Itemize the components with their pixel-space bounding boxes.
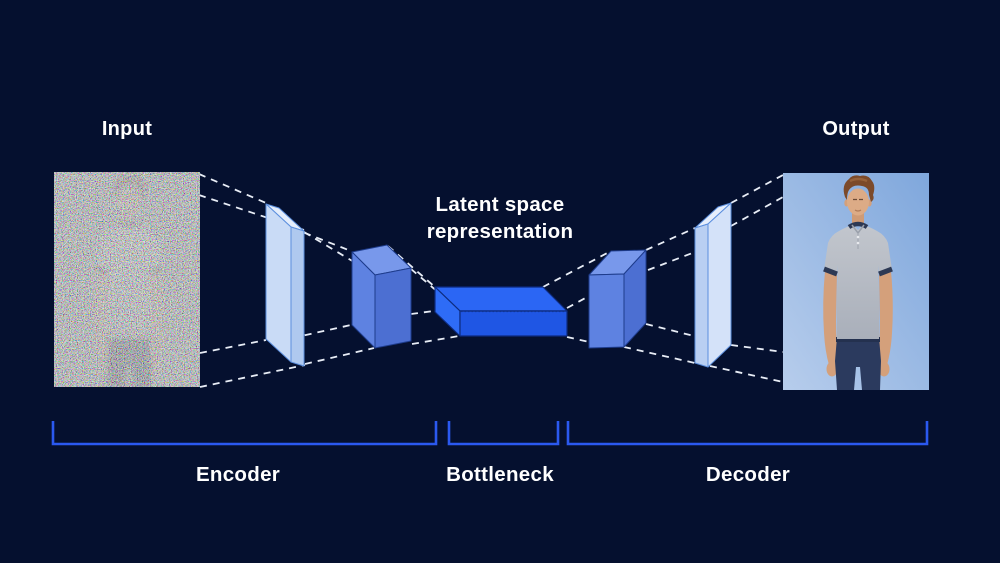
dashed-line xyxy=(566,336,590,343)
dashed-line xyxy=(730,344,784,353)
input-image xyxy=(54,172,200,387)
encoder-slab-2-side xyxy=(374,267,412,349)
decoder-slab-2-face xyxy=(694,223,709,368)
encoder-label: Encoder xyxy=(196,463,280,486)
dashed-line xyxy=(730,174,784,204)
encoder-slab-1-side xyxy=(290,226,305,367)
decoder-bracket xyxy=(566,421,929,446)
dashed-line xyxy=(730,196,784,227)
bottleneck-label: Bottleneck xyxy=(446,463,554,486)
dashed-line xyxy=(566,295,590,309)
decoder-block-1 xyxy=(588,249,647,349)
encoder-bracket xyxy=(51,421,438,446)
output-image xyxy=(783,173,929,390)
dashed-line xyxy=(645,323,695,337)
dashed-line xyxy=(199,339,267,354)
dashed-line xyxy=(387,245,436,288)
dashed-line xyxy=(645,227,696,251)
bottleneck-block xyxy=(434,286,568,337)
bottleneck-bracket xyxy=(447,421,560,446)
decoder-block-1-face xyxy=(588,273,625,349)
input-label: Input xyxy=(102,118,152,140)
dashed-line xyxy=(411,335,460,345)
decoder-slab-2 xyxy=(694,202,732,368)
encoder-slab-2 xyxy=(351,244,412,349)
decoder-label: Decoder xyxy=(706,463,790,486)
bottleneck-front xyxy=(459,310,568,337)
dashed-line xyxy=(199,364,306,388)
latent-label-line1: Latent space xyxy=(436,193,565,216)
dashed-line xyxy=(647,251,696,271)
latent-label-line2: representation xyxy=(427,220,574,243)
dashed-line xyxy=(410,310,435,315)
encoder-slab-1 xyxy=(265,203,305,367)
encoder-slab-2-face xyxy=(351,251,376,349)
decoder-slab-2-side xyxy=(707,202,732,368)
output-label: Output xyxy=(822,118,889,140)
encoder-slab-1-face xyxy=(265,203,292,363)
dashed-line xyxy=(291,324,352,339)
input-noise-overlay xyxy=(54,172,200,387)
dashed-line xyxy=(291,227,352,252)
latent-label: Latent space representation xyxy=(427,193,574,243)
